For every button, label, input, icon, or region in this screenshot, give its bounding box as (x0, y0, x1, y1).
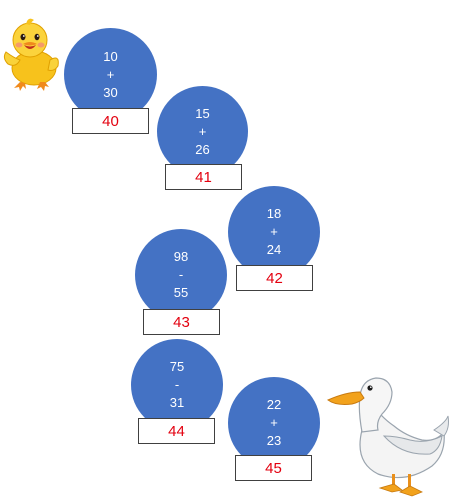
operator: + (198, 123, 207, 139)
operand-a: 98 (173, 249, 189, 264)
problem-bubble: 15 + 26 (157, 86, 248, 177)
operator: + (270, 415, 278, 430)
operator: + (270, 224, 278, 239)
problem-bubble: 75 - 31 (131, 339, 223, 431)
operand-a: 18 (266, 206, 282, 221)
operand-b: 31 (169, 395, 185, 410)
operand-b: 23 (266, 433, 282, 448)
operand-b: 26 (195, 141, 210, 157)
operand-a: 75 (169, 359, 185, 374)
problem-bubble: 18 + 24 (228, 186, 320, 278)
answer-box: 41 (165, 164, 242, 190)
problem-bubble: 98 - 55 (135, 229, 227, 321)
problem-bubble: 22 + 23 (228, 377, 320, 469)
operator: - (178, 267, 184, 282)
answer-box: 45 (235, 455, 312, 481)
white-duck-icon (327, 377, 449, 497)
answer-box: 42 (236, 265, 313, 291)
operand-b: 55 (173, 285, 189, 300)
operator: + (106, 66, 115, 82)
operand-b: 30 (103, 84, 118, 100)
problem-bubble: 10 + 30 (64, 28, 157, 121)
operand-a: 15 (195, 105, 210, 121)
answer-box: 43 (143, 309, 220, 335)
operand-a: 10 (103, 48, 118, 64)
operator: - (174, 377, 180, 392)
answer-box: 40 (72, 108, 149, 134)
operand-a: 22 (266, 397, 282, 412)
operand-b: 24 (266, 242, 282, 257)
answer-box: 44 (138, 418, 215, 444)
duckling-icon (3, 18, 59, 91)
